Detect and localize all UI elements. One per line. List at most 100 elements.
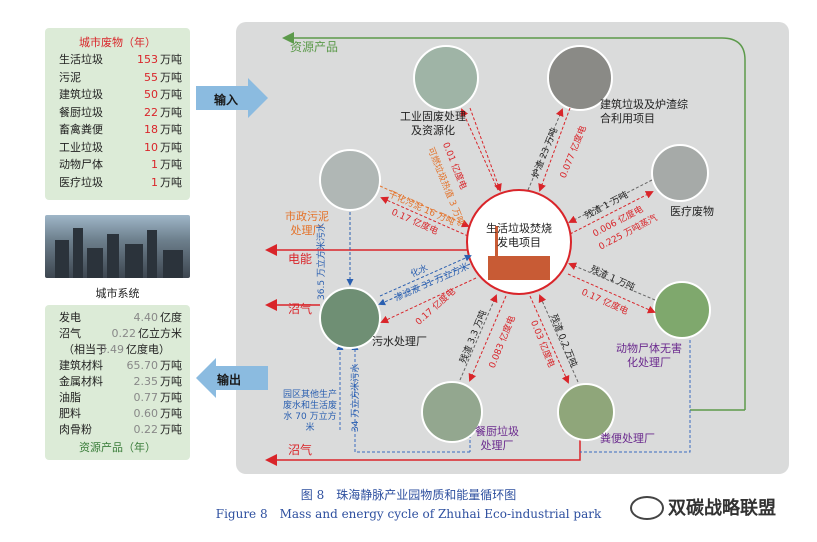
output-row-label: 发电 [59,311,81,324]
output-row-unit: 万吨 [160,407,182,420]
center-label: 生活垃圾焚烧发电项目 [486,222,552,249]
input-row-number: 10 [144,140,158,154]
input-row-unit: 万吨 [160,70,182,84]
input-row-label: 餐厨垃圾 [59,105,103,119]
input-panel-title: 城市废物（年） [79,36,156,49]
output-row-label: 油脂 [59,391,81,404]
input-row-label: 建筑垃圾 [59,88,103,101]
output-row-unit: 万吨 [160,359,182,372]
kitchen-label: 餐厨垃圾处理厂 [475,425,519,452]
input-row-unit: 万吨 [160,158,182,171]
input-row-number: 153 [137,53,158,66]
input-row-number: 50 [144,88,158,101]
output-row-label: 肉骨粉 [59,423,92,436]
output-row-unit: 亿度 [160,311,182,324]
watermark-icon [630,496,664,520]
sewage-node [319,287,381,349]
city-label: 城市系统 [95,287,140,300]
output-row-label: 金属材料 [59,375,103,388]
animal-label: 动物尸体无害化处理厂 [616,342,682,369]
input-row-number: 1 [151,158,158,171]
input-row-unit: 万吨 [160,175,182,189]
animal-node [653,281,711,339]
output-row-number: 0.49 [99,343,125,356]
sludge-label: 市政污泥处理厂 [285,210,329,237]
input-row-unit: 万吨 [160,53,182,66]
input-row-number: 22 [144,105,158,119]
input-row-number: 18 [144,123,158,136]
output-row-number: 0.22 [133,423,159,436]
input-row-label: 污泥 [59,70,81,84]
output-row-number: 0.77 [133,391,159,404]
output-row-unit: 万吨 [160,375,182,388]
kitchen-node [421,381,483,443]
output-row-unit: 亿度电） [126,343,170,356]
caption-en: Figure 8 Mass and energy cycle of Zhuhai… [215,507,602,521]
output-arrow-label: 输出 [217,373,242,387]
edge-park-water: 园区其他生产废水和生活废水 70 万立方米 [282,390,337,433]
input-row-unit: 万吨 [160,123,182,136]
resource-loop [282,32,746,410]
edge-sew-water: 36.5 万立方米污水 [317,223,327,300]
input-row-number: 55 [144,70,158,84]
biogas-label-1: 沼气 [288,302,313,316]
output-row-number: 0.22 [111,327,137,340]
input-row-label: 生活垃圾 [59,53,103,66]
edge-water34: 34 万立方米污水 [351,363,361,432]
output-row-number: 65.70 [126,359,159,372]
resource-label: 资源产品 [290,40,339,54]
input-arrow-label: 输入 [214,93,239,107]
input-row-number: 1 [151,175,158,189]
output-row-number: 2.35 [133,375,159,388]
output-row-label: （相当于 [63,343,107,356]
medical-node [651,144,709,202]
output-row-label: 肥料 [59,407,81,420]
sewage-label: 污水处理厂 [372,335,427,348]
input-row-label: 医疗垃圾 [59,175,103,189]
output-row-number: 0.60 [133,407,159,420]
medical-label: 医疗废物 [670,205,714,218]
input-arrow [196,78,268,118]
electric-label: 电能 [288,252,313,266]
output-row-label: 建筑材料 [59,359,103,372]
input-row-label: 工业垃圾 [59,140,103,154]
output-row-unit: 亿立方米 [138,327,182,340]
industrial-node [413,45,479,111]
industrial-label: 工业固废处理及资源化 [400,110,466,137]
city-image [45,215,190,278]
biogas-label-2: 沼气 [288,443,313,457]
manure-label: 粪便处理厂 [600,432,655,445]
input-row-unit: 万吨 [160,88,182,101]
output-row-number: 4.40 [133,311,159,324]
caption-cn: 图 8 珠海静脉产业园物质和能量循环图 [300,488,517,502]
output-row-unit: 万吨 [160,423,182,436]
output-arrow [196,358,268,398]
input-row-label: 动物尸体 [59,158,103,171]
output-panel-footer: 资源产品（年） [79,441,156,454]
output-row-label: 沼气 [59,327,81,340]
input-row-unit: 万吨 [160,105,182,119]
input-row-label: 畜禽粪便 [59,123,103,136]
construction-node [547,45,613,111]
input-row-unit: 万吨 [160,140,182,154]
sludge-node [319,149,381,211]
